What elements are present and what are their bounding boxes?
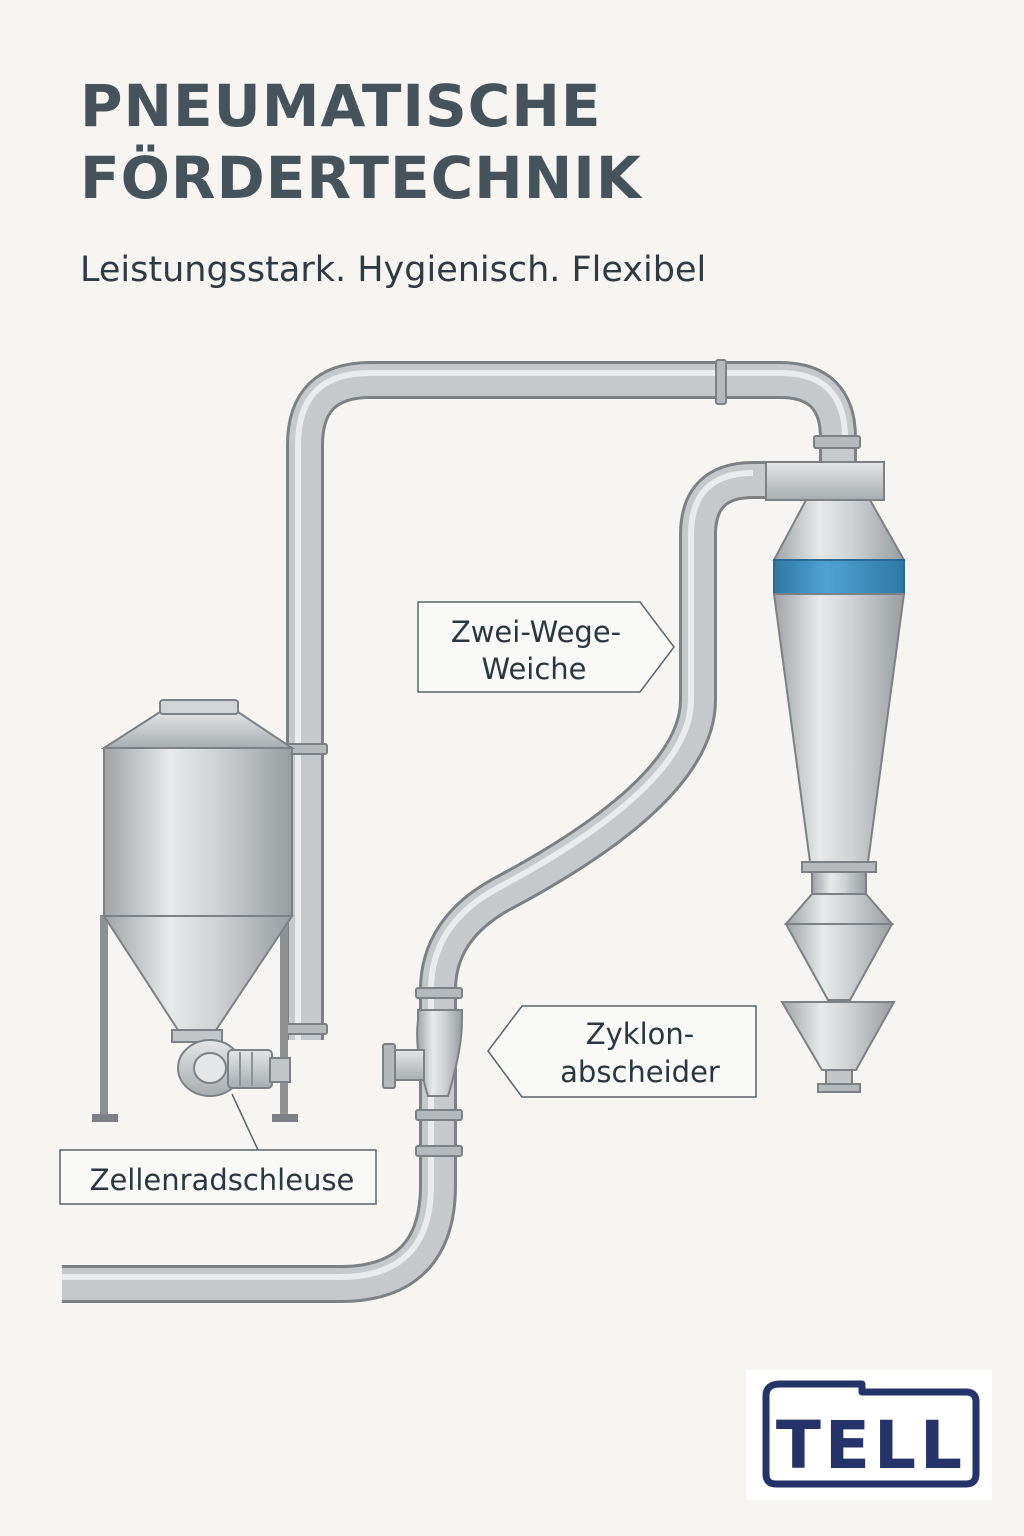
flange-top-pipe [715,359,727,405]
cyclone-hopper [780,1001,896,1071]
pipe-highlight-lower [62,470,754,1280]
logo-frame [762,1380,980,1488]
silo-foot-right [272,1114,298,1122]
silo-foot-left [92,1114,118,1122]
page-subtitle: Leistungsstark. Hygienisch. Flexibel [80,250,707,290]
cyclone-accent-band [773,559,905,595]
rotary-valve-drive [227,1049,273,1089]
callout-rotary-valve-leader [231,1093,259,1151]
diverter-side-port [391,1049,425,1081]
cyclone-main-cone [772,593,906,863]
pipe-network [62,359,861,1303]
silo-cone [102,915,294,1031]
flange-riser-lower [284,1023,328,1035]
cyclone-separator [765,461,906,1093]
callout-diverter-box [417,601,675,693]
callout-cyclone-line-1: Zyklon- [586,1017,694,1051]
rotary-valve [177,1039,291,1097]
diverter-body [416,1009,463,1097]
flange-lower-pipe [415,1145,463,1157]
logo-text: TELL [776,1407,966,1484]
silo-roof [100,711,296,749]
pipe-highlight-upper [295,370,848,1040]
silo [92,699,298,1122]
callout-rotary-valve-box [59,1149,377,1205]
cyclone-lower-lower-cone [784,923,894,1001]
cyclone-ring-1 [801,861,877,873]
rotary-valve-rotor [193,1052,227,1084]
title-line-1: PNEUMATISCHE [80,72,602,140]
callout-cyclone-box [487,1005,757,1098]
cyclone-top-cone [772,499,906,561]
pipe-body-upper [289,364,854,1040]
tell-logo: TELL [746,1370,992,1500]
cyclone-outlet-flange [817,1083,861,1093]
silo-cylinder [103,747,293,917]
callout-rotary-valve-label: Zellenradschleuse [90,1163,355,1197]
title-line-2: FÖRDERTECHNIK [80,144,642,212]
callout-cyclone: Zyklon- abscheider [487,1005,757,1098]
cyclone-inlet-box [765,461,885,501]
silo-lid [159,699,239,715]
flange-cyclone-top [813,435,861,449]
flange-diverter-top [415,987,463,999]
flange-diverter-bottom [415,1109,463,1121]
callout-rotary-valve: Zellenradschleuse [59,1093,377,1205]
cyclone-neck [811,871,867,895]
diverter-side-flange [382,1043,396,1089]
pipe-body-lower [62,464,780,1300]
page-title: PNEUMATISCHE FÖRDERTECHNIK [80,70,642,214]
cyclone-lower-upper-cone [783,893,895,925]
two-way-diverter [382,1009,463,1097]
rotary-valve-coupling [269,1057,291,1083]
callout-diverter: Zwei-Wege- Weiche [417,601,675,693]
callout-diverter-line-1: Zwei-Wege- [451,615,621,649]
callout-cyclone-line-2: abscheider [560,1055,720,1089]
cyclone-outlet [825,1069,853,1085]
callout-diverter-line-2: Weiche [481,652,586,686]
